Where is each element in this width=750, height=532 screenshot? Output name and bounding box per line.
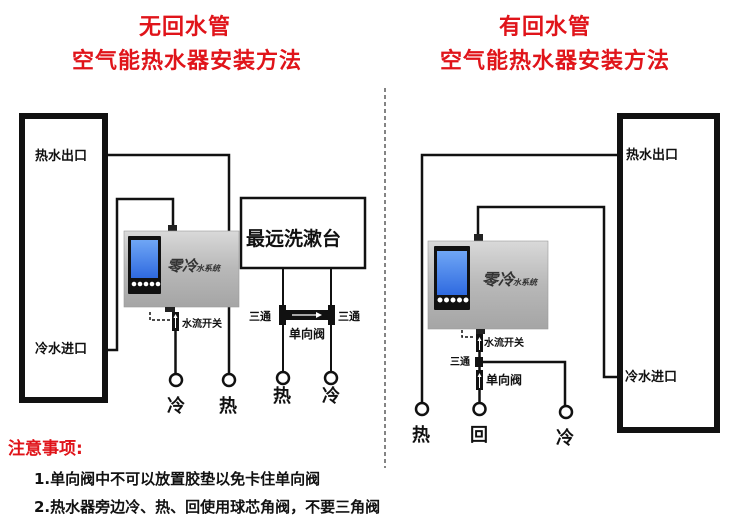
left-cold-inlet-pipe (108, 197, 175, 352)
right-bottom-return-label: 回 (470, 425, 488, 446)
right-diagram: 热水出口 冷水进口 零冷 水系统 水流开关 (412, 113, 720, 449)
right-heater-unit: 零冷 水系统 (427, 234, 549, 334)
left-tank-cold-inlet-label: 冷水进口 (35, 341, 87, 357)
left-title-line1: 无回水管 (139, 15, 232, 40)
right-title-line2: 空气能热水器安装方法 (440, 49, 671, 74)
right-unit-brand: 零冷 (482, 270, 516, 289)
left-drain-dashed (149, 312, 170, 321)
left-control-buttons (131, 281, 161, 287)
left-water-tank-body (19, 113, 108, 403)
right-title-line1: 有回水管 (499, 15, 592, 40)
right-tank-hot-outlet-label: 热水出口 (626, 147, 678, 163)
sink-cold-valve[interactable] (323, 370, 339, 386)
sink-tee-right-label: 三通 (338, 310, 360, 323)
left-cold-valve[interactable] (168, 372, 184, 388)
right-cold-inlet-pipe (476, 205, 617, 379)
left-flow-switch-label: 水流开关 (181, 317, 222, 330)
right-bottom-cold-label: 冷 (556, 427, 574, 449)
sink-tee-left-label: 三通 (249, 310, 271, 323)
left-heater-unit: 零冷 水系统 (123, 225, 240, 312)
left-bottom-cold-label: 冷 (167, 395, 185, 417)
farthest-sink-box (239, 196, 367, 270)
right-cold-valve[interactable] (558, 404, 574, 420)
right-hot-valve[interactable] (414, 401, 430, 417)
left-diagram: 热水出口 冷水进口 零冷 水系统 水流开关 (19, 113, 367, 417)
right-control-buttons (437, 297, 469, 303)
right-flow-switch-label: 水流开关 (483, 336, 524, 349)
right-lcd-screen (437, 251, 467, 295)
notes-title: 注意事项: (8, 439, 83, 459)
right-cold-branch-pipe (483, 360, 567, 405)
sink-tee-right (328, 305, 335, 325)
left-tank-hot-outlet-label: 热水出口 (35, 148, 87, 164)
sink-tee-left (279, 305, 286, 325)
right-drain-dashed (461, 330, 474, 338)
right-hot-pipe (420, 153, 617, 402)
left-lcd-screen (131, 240, 158, 278)
right-unit-sub: 水系统 (513, 278, 539, 287)
sink-hot-label: 热 (273, 385, 291, 407)
right-tank-cold-inlet-label: 冷水进口 (625, 369, 677, 385)
right-return-valve[interactable] (472, 401, 487, 417)
left-unit-brand: 零冷 (167, 257, 199, 275)
sink-hot-valve[interactable] (275, 370, 291, 386)
sink-label: 最远洗漱台 (246, 227, 341, 250)
left-unit-sub: 水系统 (196, 264, 222, 273)
left-hot-valve[interactable] (221, 372, 237, 388)
sink-cold-label: 冷 (322, 385, 340, 407)
left-bottom-hot-label: 热 (219, 395, 237, 417)
right-check-valve-label: 单向阀 (486, 372, 522, 387)
note-item-1: 1.单向阀中不可以放置胶垫以免卡住单向阀 (34, 470, 321, 488)
sink-check-valve-label: 单向阀 (289, 326, 325, 341)
left-title-line2: 空气能热水器安装方法 (72, 49, 303, 74)
right-water-tank (617, 113, 720, 433)
note-item-2: 2.热水器旁边冷、热、回使用球芯角阀，不要三角阀 (34, 498, 381, 516)
right-tee-label: 三通 (450, 356, 470, 368)
right-tee (475, 357, 483, 367)
right-bottom-hot-label: 热 (412, 424, 430, 446)
